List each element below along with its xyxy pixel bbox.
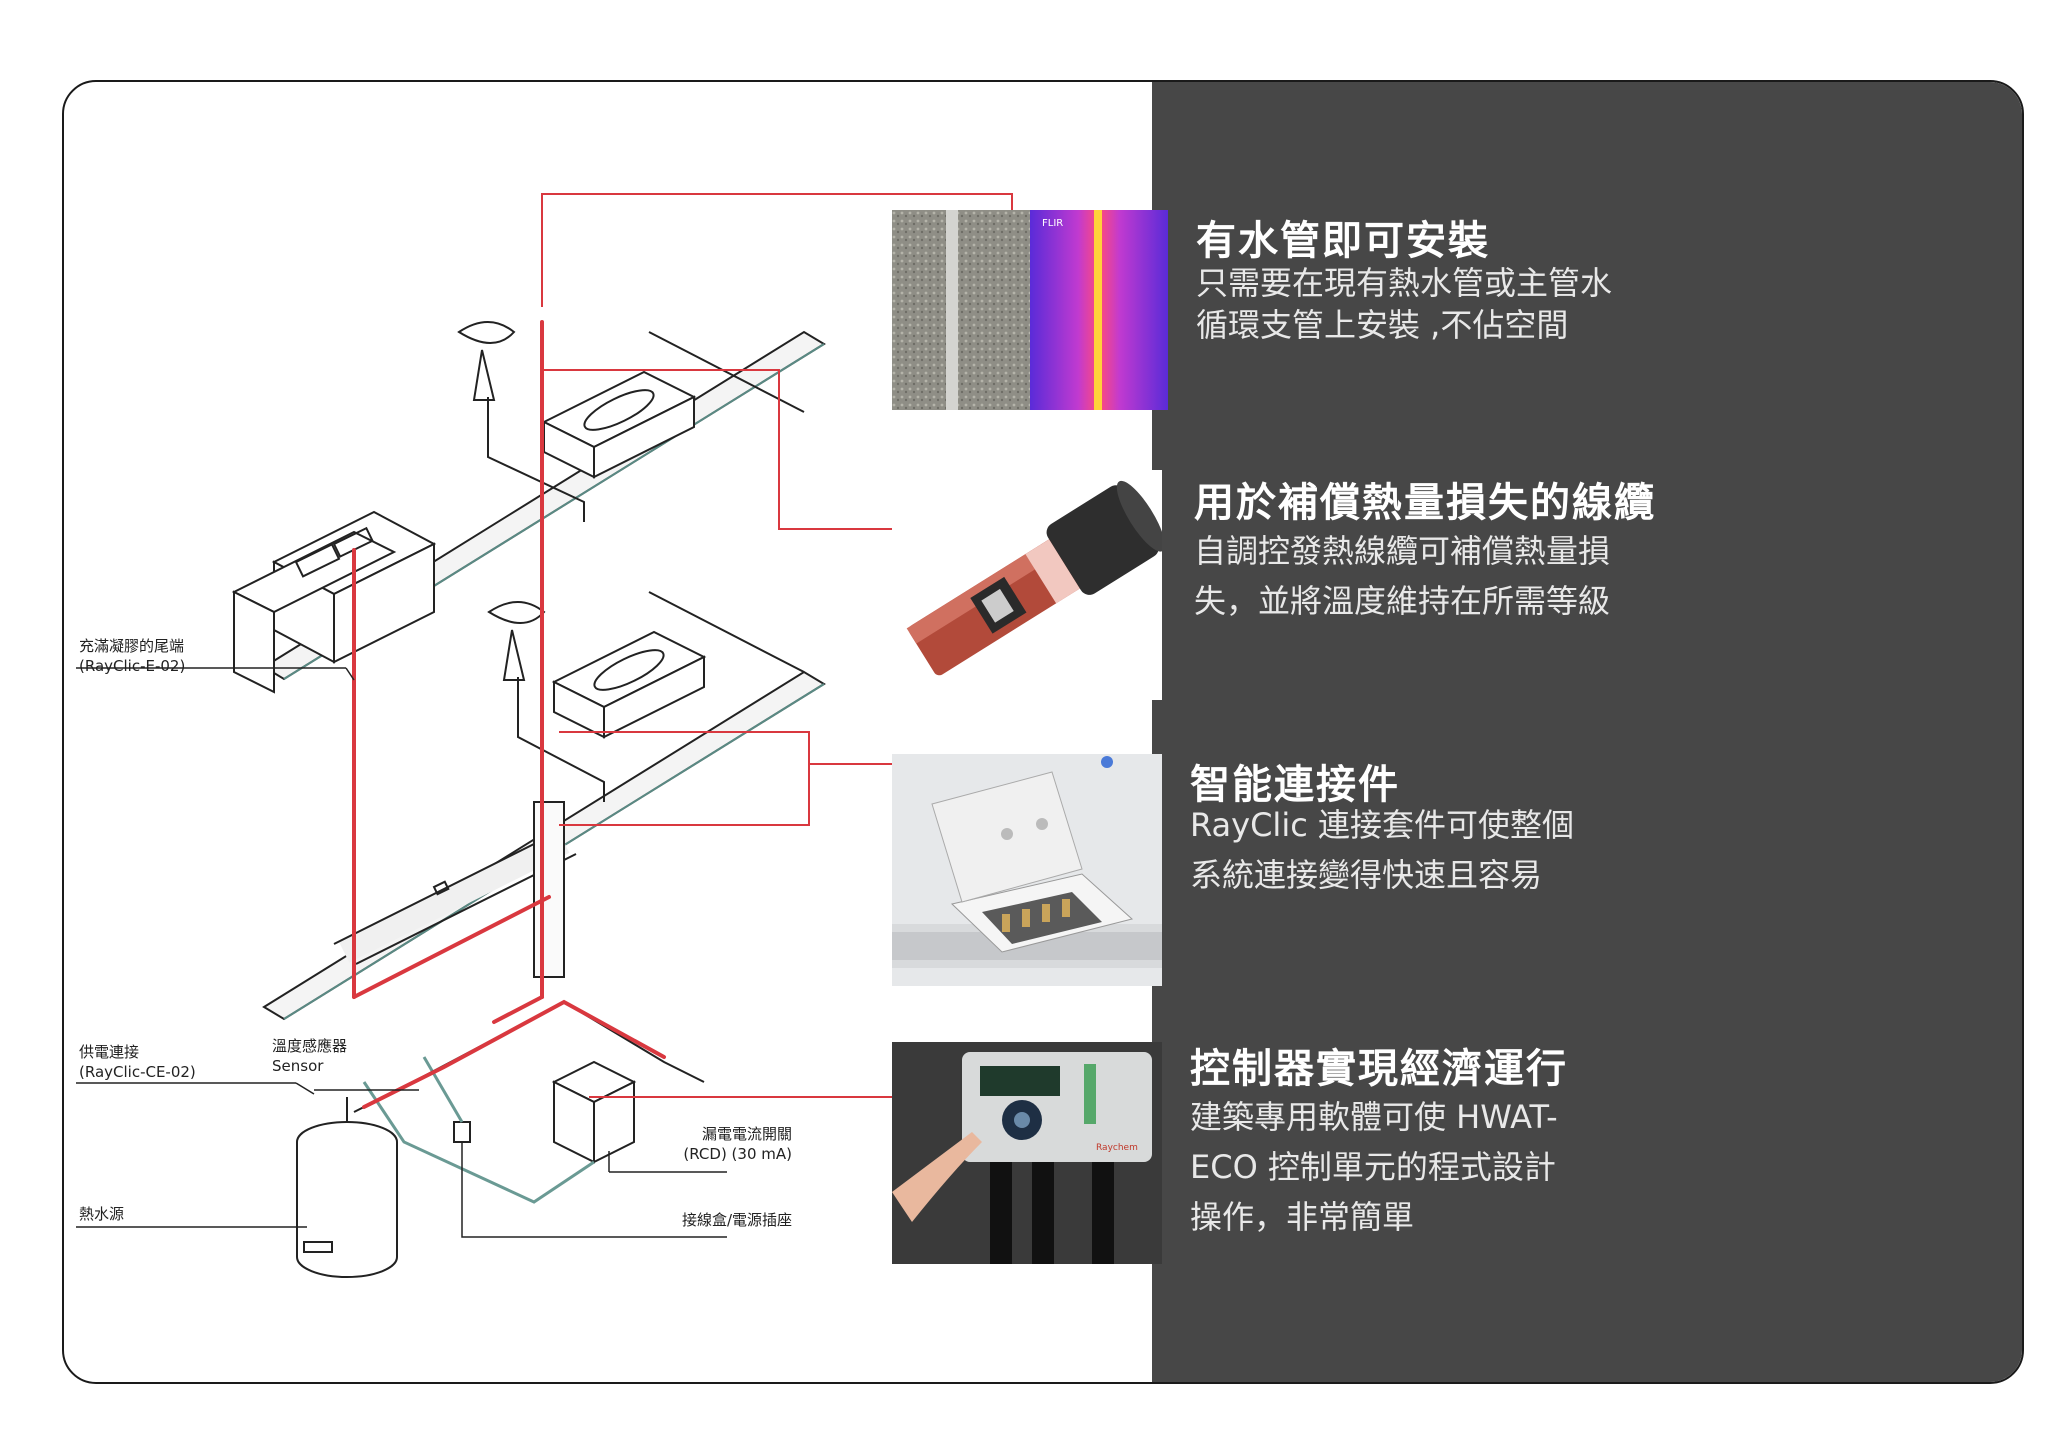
photo-rayclic-connector <box>892 754 1162 986</box>
label-water-heater: 熱水源 <box>79 1205 125 1223</box>
feature-1-desc: 只需要在現有熱水管或主管水 循環支管上安裝 ,不佔空間 <box>1196 264 1613 344</box>
controller-brand: Raychem <box>1096 1143 1138 1153</box>
thermal-brand: FLIR <box>1042 218 1063 229</box>
upper-washbasin <box>457 321 585 522</box>
rcd-box <box>551 1060 637 1164</box>
label-rcd: 漏電電流開關 (RCD) (30 mA) <box>683 1125 792 1163</box>
leader-feature-2 <box>544 369 954 530</box>
photo-thermal-pipe: FLIR <box>892 210 1168 410</box>
label-power-connection: 供電連接 (RayClic-CE-02) <box>79 1043 196 1081</box>
leader-feature-3 <box>559 731 810 826</box>
plumbing-diagram <box>76 193 1013 1278</box>
lower-bathtub <box>551 630 707 739</box>
upper-bathtub <box>541 370 697 479</box>
label-junction-box: 接線盒/電源插座 <box>681 1211 792 1229</box>
label-sensor: 溫度感應器 Sensor <box>272 1037 348 1075</box>
kitchen-counter <box>231 510 437 694</box>
water-heater-tank <box>296 1097 398 1278</box>
feature-3-desc: RayClic 連接套件可使整個 系統連接變得快速且容易 <box>1190 806 1574 894</box>
feature-3-title: 智能連接件 <box>1190 762 1400 808</box>
photo-controller: Raychem <box>892 1042 1162 1264</box>
feature-2-desc: 自調控發熱線纜可補償熱量損 失，並將溫度維持在所需等級 <box>1194 532 1611 620</box>
photo-heating-cable <box>892 470 1162 700</box>
riser-insulation <box>533 801 565 978</box>
feature-2-title: 用於補償熱量損失的線纜 <box>1194 480 1656 526</box>
main-pipe <box>333 831 577 965</box>
junction-box <box>453 1121 471 1143</box>
feature-1-title: 有水管即可安裝 <box>1196 218 1490 264</box>
feature-4-desc: 建築專用軟體可使 HWAT- ECO 控制單元的程式設計 操作，非常簡單 <box>1190 1098 1558 1236</box>
label-end-seal: 充滿凝膠的尾端 (RayClic-E-02) <box>79 637 186 675</box>
feature-4-title: 控制器實現經濟運行 <box>1190 1046 1568 1092</box>
feature-panel <box>1152 82 2022 1382</box>
infographic-frame: 充滿凝膠的尾端 (RayClic-E-02) 供電連接 (RayClic-CE-… <box>62 80 2024 1384</box>
lower-washbasin <box>487 601 605 802</box>
